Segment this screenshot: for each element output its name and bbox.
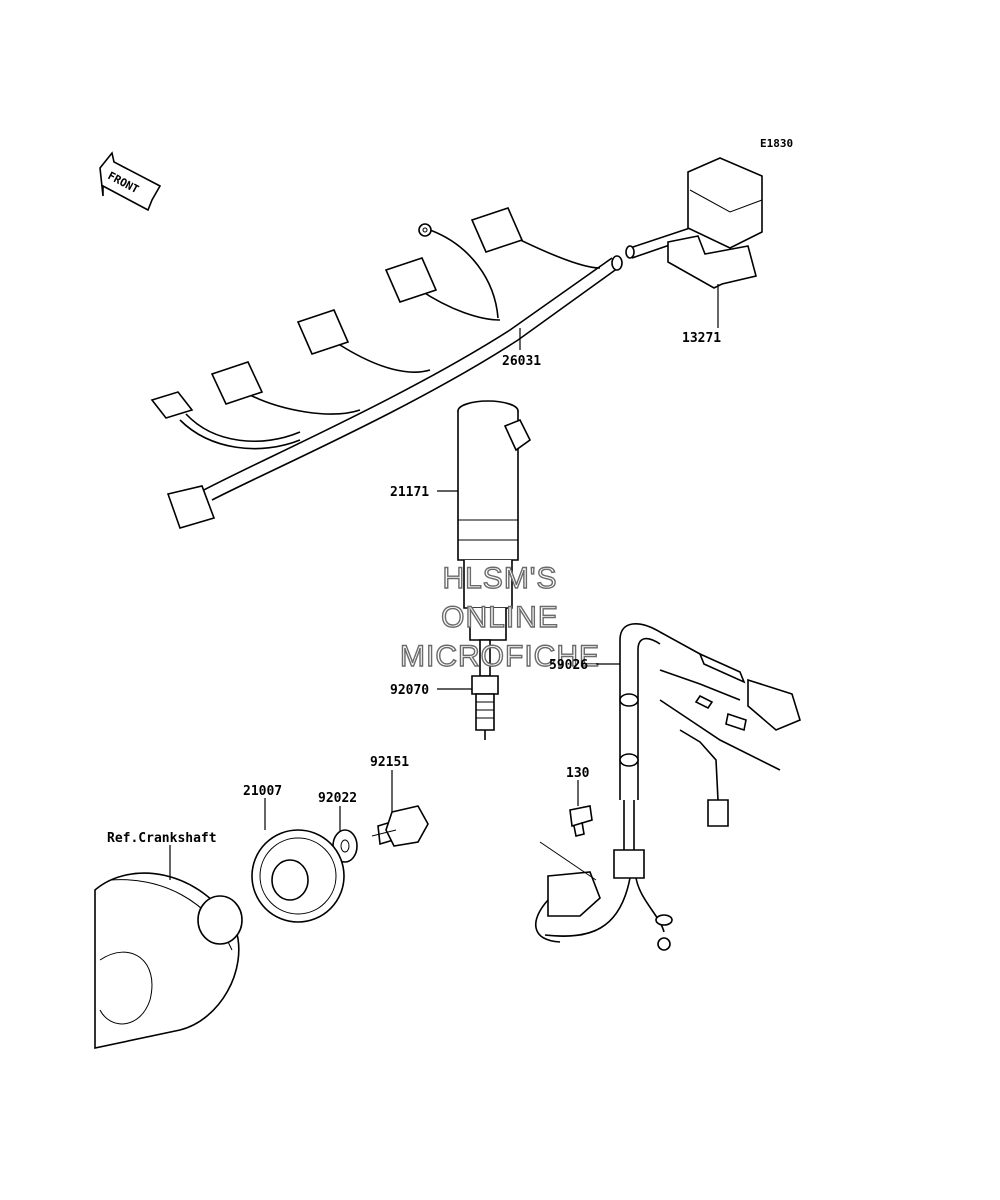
label-92151: 92151 [370, 755, 409, 812]
label-59026: 59026 [549, 658, 620, 673]
watermark-line-1: HLSM'S [442, 562, 557, 595]
svg-text:21007: 21007 [243, 784, 282, 799]
sub-harness[interactable] [534, 623, 801, 951]
crankshaft-gear [94, 872, 243, 1049]
watermark-line-2: ONLINE [441, 601, 559, 634]
spark-plug[interactable] [471, 639, 499, 740]
svg-text:130: 130 [566, 766, 590, 781]
ignition-coil[interactable] [457, 400, 532, 641]
label-130: 130 [566, 766, 590, 806]
diagram-code: E1830 [760, 137, 793, 150]
svg-text:26031: 26031 [502, 354, 541, 369]
label-21007: 21007 [243, 784, 282, 830]
label-21171: 21171 [390, 485, 458, 500]
label-92070: 92070 [390, 683, 472, 698]
label-92022: 92022 [318, 791, 357, 832]
svg-text:Ref.Crankshaft: Ref.Crankshaft [107, 831, 217, 846]
svg-text:92151: 92151 [370, 755, 409, 770]
bolt-92151[interactable] [371, 805, 429, 847]
bolt-130[interactable] [569, 805, 593, 837]
svg-text:92022: 92022 [318, 791, 357, 806]
watermark-line-3: MICROFICHE [400, 640, 600, 673]
label-ref-crankshaft: Ref.Crankshaft [107, 831, 217, 880]
label-26031: 26031 [502, 328, 541, 369]
front-arrow-icon: FRONT [99, 151, 162, 212]
svg-text:21171: 21171 [390, 485, 429, 500]
label-13271: 13271 [682, 284, 721, 346]
bracket-13271[interactable] [667, 235, 757, 289]
gear-21007[interactable] [251, 829, 345, 923]
svg-text:92070: 92070 [390, 683, 429, 698]
svg-text:59026: 59026 [549, 658, 588, 673]
main-harness[interactable] [150, 157, 763, 529]
svg-text:13271: 13271 [682, 331, 721, 346]
